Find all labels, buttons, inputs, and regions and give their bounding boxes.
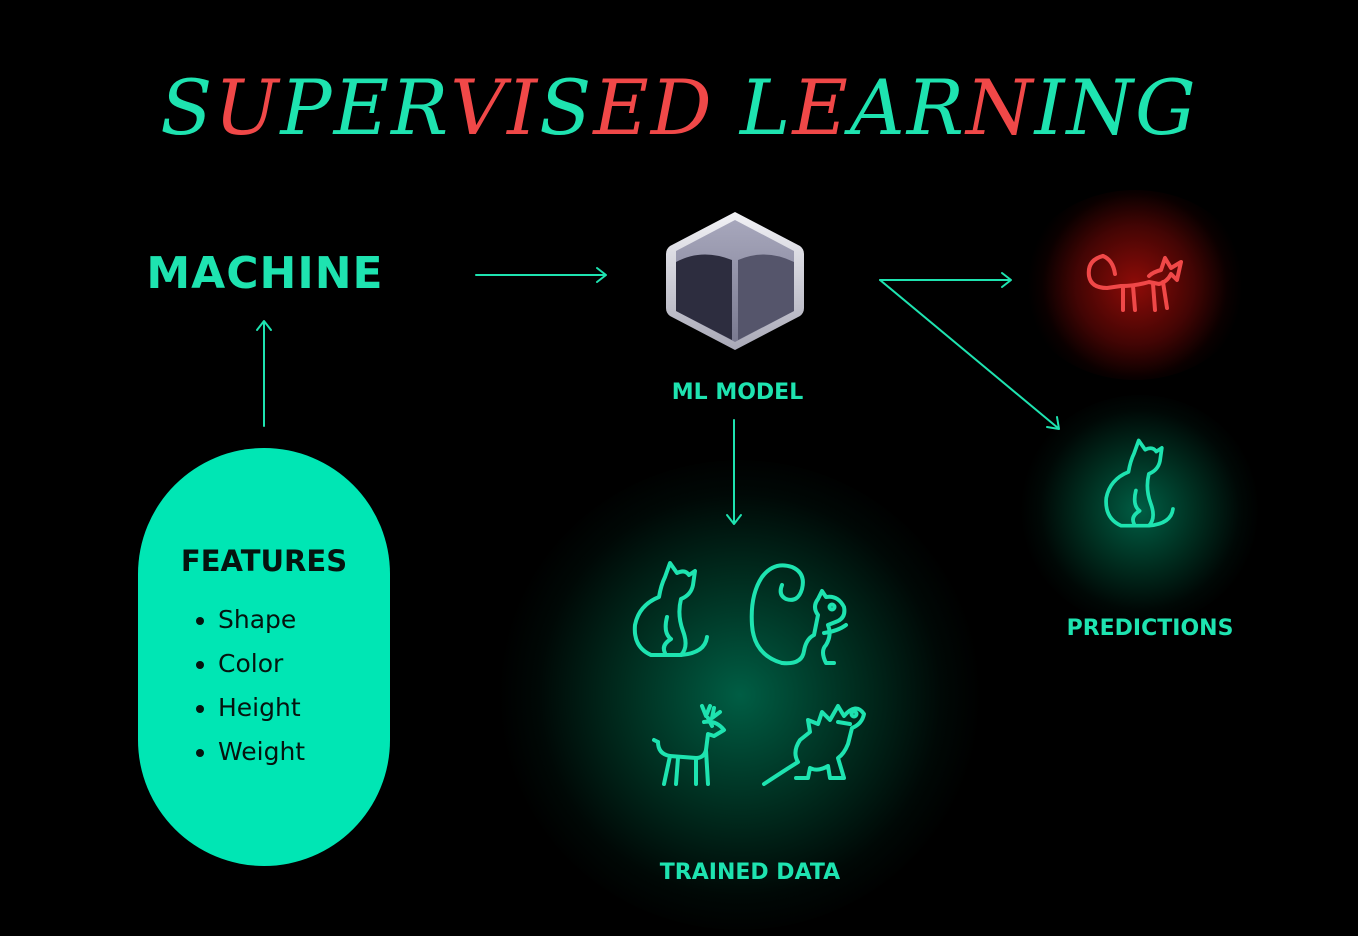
arrow-machine-to-model bbox=[475, 267, 607, 283]
title-letter: E bbox=[792, 63, 850, 152]
ml-model-label: ML MODEL bbox=[671, 380, 804, 405]
cube-icon bbox=[666, 212, 804, 350]
title-letter: A bbox=[849, 63, 907, 152]
title-letter: U bbox=[214, 63, 281, 152]
feature-item: Color bbox=[218, 642, 305, 686]
arrow-model-to-prediction-red bbox=[879, 272, 1012, 288]
title-letter: S bbox=[539, 63, 594, 152]
features-pill: FEATURES Shape Color Height Weight bbox=[138, 448, 390, 866]
trained-data-glow bbox=[500, 460, 980, 930]
deer-icon bbox=[652, 704, 726, 786]
arrow-features-to-machine bbox=[256, 320, 272, 427]
predictions-label: PREDICTIONS bbox=[1066, 616, 1234, 641]
diagram-title: SUPERVISED LEARNING bbox=[0, 70, 1358, 146]
feature-item: Weight bbox=[218, 730, 305, 774]
features-list: Shape Color Height Weight bbox=[196, 598, 305, 774]
title-letter: G bbox=[1134, 63, 1198, 152]
title-letter: E bbox=[333, 63, 392, 152]
title-letter: V bbox=[450, 63, 508, 152]
trained-data-label: TRAINED DATA bbox=[659, 860, 841, 885]
cat-icon bbox=[632, 561, 709, 657]
title-letter: R bbox=[391, 63, 451, 152]
title-letter: I bbox=[507, 63, 540, 152]
title-letter: P bbox=[280, 63, 334, 152]
cat-icon bbox=[1104, 438, 1175, 528]
title-letter: D bbox=[650, 63, 714, 152]
title-letter: L bbox=[739, 63, 793, 152]
squirrel-icon bbox=[749, 563, 848, 666]
title-letter: N bbox=[1066, 63, 1135, 152]
features-title: FEATURES bbox=[180, 544, 348, 578]
feature-item: Shape bbox=[218, 598, 305, 642]
title-letter: R bbox=[906, 63, 966, 152]
arrow-model-to-trained bbox=[726, 419, 742, 525]
title-letter: E bbox=[593, 63, 651, 152]
machine-label: MACHINE bbox=[146, 248, 384, 299]
feature-item: Height bbox=[218, 686, 305, 730]
title-letter: I bbox=[1034, 63, 1067, 152]
fox-icon bbox=[1086, 254, 1183, 312]
title-letter: S bbox=[160, 63, 215, 152]
dinosaur-icon bbox=[762, 704, 866, 786]
arrow-model-to-prediction-green bbox=[879, 279, 1060, 430]
title-letter: N bbox=[965, 63, 1035, 152]
